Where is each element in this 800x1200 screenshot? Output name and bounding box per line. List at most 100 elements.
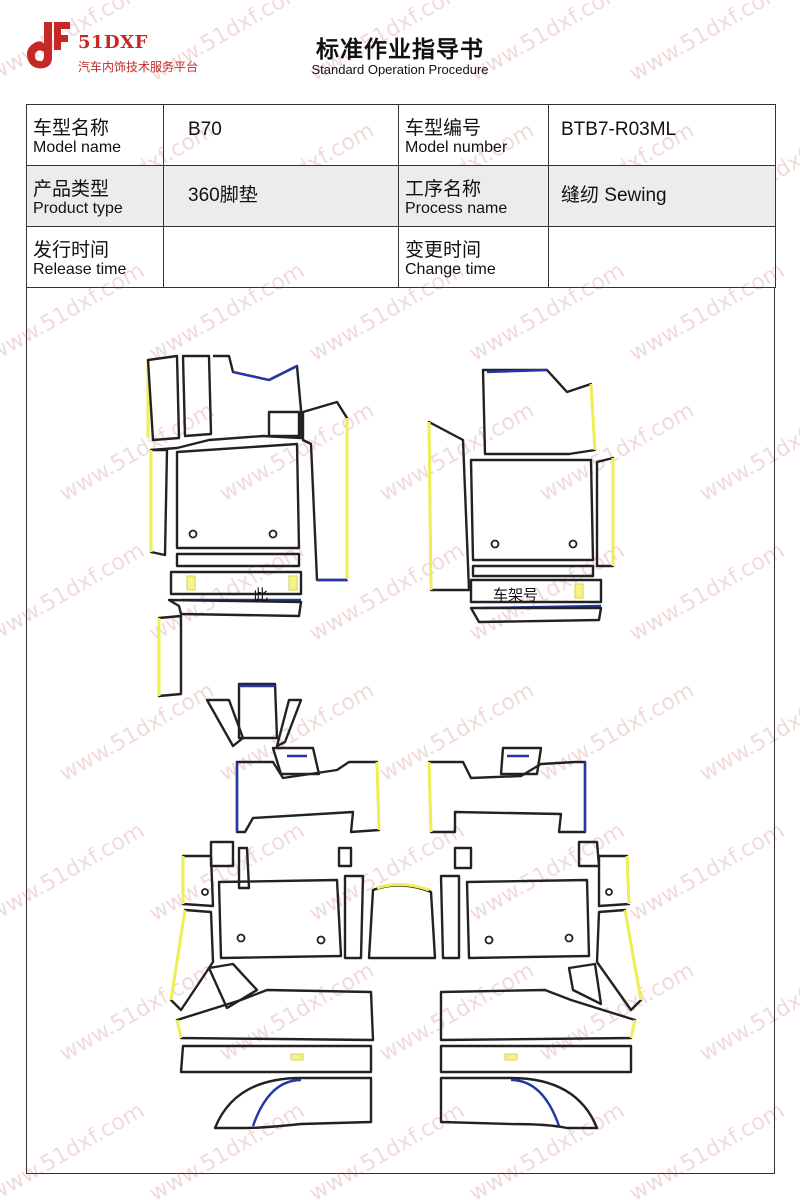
model-name-value: B70 [163, 104, 399, 166]
document-title: 标准作业指导书 [316, 37, 484, 63]
piece-rr-side2 [595, 908, 643, 1012]
grommet-icon [564, 933, 574, 943]
piece-rl-floor [175, 988, 375, 1042]
piece-fl-bottom [167, 598, 303, 618]
piece-rl-side [181, 854, 215, 908]
brand-tagline: 汽车内饰技术服务平台 [78, 60, 199, 74]
edge-yellow [375, 761, 381, 831]
piece-fl-strip [175, 552, 301, 568]
release-time-value [163, 226, 399, 288]
brand-logo: 51DXF 汽车内饰技术服务平台 [22, 18, 232, 78]
watermark-text: www.51dxf.com [625, 0, 789, 87]
model-number-value: BTB7-R03ML [548, 104, 776, 166]
edge-blue [510, 1078, 561, 1127]
piece-rl-bar [179, 1044, 373, 1074]
piece-rr-clip2 [453, 846, 473, 870]
piece-fr-strip-right [595, 456, 615, 568]
piece-rr-tab [499, 746, 543, 776]
model-name-label: 车型名称 Model name [26, 104, 164, 166]
piece-rl-wedge [207, 962, 259, 1010]
edge-yellow [175, 1019, 183, 1039]
model-number-label: 车型编号 Model number [398, 104, 549, 166]
piece-fr-side [427, 420, 471, 592]
change-time-value [548, 226, 776, 288]
edge-yellow [589, 383, 597, 451]
info-row-model: 车型名称 Model name B70 车型编号 Model number BT… [26, 104, 776, 166]
heel-mark [288, 575, 298, 591]
piece-fr-top [481, 368, 597, 456]
grommet-icon [188, 529, 198, 539]
rear-right-mat-group [427, 746, 643, 1130]
vin-label: 车架号 [493, 586, 539, 604]
piece-fl-main [175, 442, 301, 550]
front-right-mat-group [427, 368, 615, 624]
edge-yellow [427, 761, 433, 833]
piece-rl-clip [209, 840, 235, 868]
piece-fl-1 [146, 354, 181, 442]
piece-fl-side [149, 448, 169, 557]
piece-fr-bottom [469, 606, 603, 624]
grommet-icon [568, 539, 578, 549]
brand-name: 51DXF [78, 32, 148, 53]
bar-mark [504, 1053, 518, 1061]
bar-mark [290, 1053, 304, 1061]
piece-fl-2 [181, 354, 213, 438]
piece-rl-clip3 [337, 846, 353, 868]
logo-mark-icon [27, 22, 70, 69]
piece-rr-clip [577, 840, 601, 868]
release-time-label: 发行时间 Release time [26, 226, 164, 288]
edge-yellow [427, 421, 433, 591]
piece-rr-top [427, 760, 587, 834]
piece-rr-arc [439, 1076, 599, 1130]
center-console-group [205, 682, 303, 748]
process-name-value: 缝纫 Sewing [548, 165, 776, 227]
edge-yellow [629, 1019, 637, 1039]
process-name-label: 工序名称 Process name [398, 165, 549, 227]
info-row-product: 产品类型 Product type 360脚垫 工序名称 Process nam… [26, 165, 776, 227]
edge-blue [486, 368, 548, 374]
grommet-icon [268, 529, 278, 539]
edge-blue [251, 1078, 302, 1127]
piece-fr-heel [469, 578, 603, 604]
heel-mark [186, 575, 196, 591]
edge-blue [232, 364, 298, 382]
floor-mat-pattern-svg [146, 354, 643, 1130]
piece-rl-top [235, 760, 381, 834]
rear-left-mat-group [169, 746, 381, 1130]
arrow-label: 此 [253, 586, 269, 604]
product-type-label: 产品类型 Product type [26, 165, 164, 227]
document-subtitle: Standard Operation Procedure [311, 62, 489, 77]
piece-rr-floor [439, 988, 637, 1042]
grommet-icon [201, 888, 209, 896]
grommet-icon [605, 888, 613, 896]
piece-tunnel [367, 884, 437, 960]
piece-rr-side [597, 854, 631, 908]
piece-fl-bracket [267, 410, 301, 438]
front-left-mat-group [146, 354, 349, 698]
piece-rl-strip [343, 874, 365, 960]
pattern-drawing: 此 车架号 [26, 288, 775, 1174]
grommet-icon [236, 933, 246, 943]
piece-rr-strip [439, 874, 461, 960]
piece-rl-main [217, 878, 343, 960]
grommet-icon [490, 539, 500, 549]
product-type-value: 360脚垫 [163, 165, 399, 227]
piece-rl-arc [213, 1076, 373, 1130]
change-time-label: 变更时间 Change time [398, 226, 549, 288]
piece-fr-main [469, 458, 595, 562]
piece-rr-wedge [567, 962, 603, 1006]
edge-yellow [376, 883, 430, 892]
grommet-icon [484, 935, 494, 945]
piece-rr-bar [439, 1044, 633, 1074]
info-row-time: 发行时间 Release time 变更时间 Change time [26, 226, 776, 288]
grommet-icon [316, 935, 326, 945]
edge-yellow [625, 855, 631, 905]
info-table: 车型名称 Model name B70 车型编号 Model number BT… [26, 104, 776, 288]
piece-fl-small [157, 614, 183, 698]
piece-fl-heel [169, 570, 303, 596]
piece-console-left [205, 698, 245, 748]
piece-rr-main [465, 878, 591, 960]
piece-fl-top [150, 354, 303, 452]
piece-console-right [275, 698, 303, 748]
edge-yellow [623, 909, 643, 1001]
